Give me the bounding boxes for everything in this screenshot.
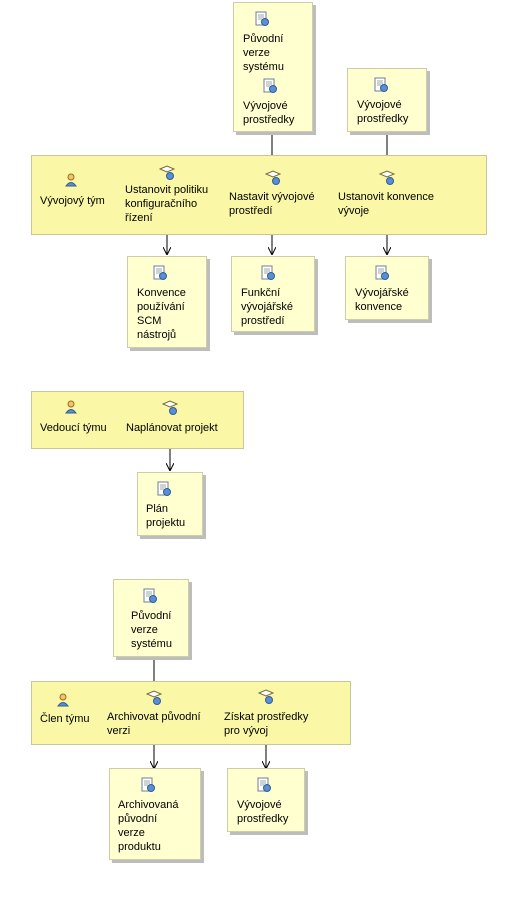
role-person-icon <box>64 399 80 415</box>
artifact-vyvojove-prostredky[interactable]: Vývojové prostředky <box>227 768 305 832</box>
task-icon <box>158 165 176 181</box>
task-ustanovit-konvence[interactable]: Ustanovit konvence vývoje <box>338 191 434 217</box>
artifact-label: Konvence používání SCM nástrojů <box>137 287 186 341</box>
task-archivovat-verzi[interactable]: Archivovat původní verzi <box>107 711 201 737</box>
task-nastavit-prostredi[interactable]: Nastavit vývojové prostředí <box>229 191 315 217</box>
artifact-vyvojove-prostredky[interactable]: Vývojové prostředky <box>347 68 427 132</box>
artifact-puvodni-verze-systemu[interactable]: Původní verze systému <box>113 579 189 657</box>
artifact-label: Vývojové prostředky <box>237 799 289 825</box>
task-icon <box>257 689 275 705</box>
artifact-label: Plán projektu <box>146 503 186 529</box>
task-ziskat-prostredky[interactable]: Získat prostředky pro vývoj <box>224 711 309 737</box>
task-icon <box>264 170 282 186</box>
artifact-archivovana-verze[interactable]: Archivovaná původní verze produktu <box>109 768 201 860</box>
artifact-icon <box>140 777 156 793</box>
artifact-label: Původní verze systému <box>131 610 172 650</box>
artifact-icon <box>256 777 272 793</box>
artifact-icon <box>260 265 276 281</box>
task-icon <box>161 400 179 416</box>
artifact-puvodni-verze-systemu[interactable]: Původní verze systému Vývojové prostředk… <box>233 2 313 132</box>
task-ustanovit-politiku[interactable]: Ustanovit politiku konfiguračního řízení <box>125 184 209 224</box>
artifact-plan-projektu[interactable]: Plán projektu <box>137 472 203 536</box>
artifact-icon <box>262 78 278 94</box>
artifact-icon <box>374 265 390 281</box>
task-naplanovat-projekt[interactable]: Naplánovat projekt <box>126 422 218 434</box>
role-person-icon <box>64 172 80 188</box>
artifact-vyvojarske-konvence[interactable]: Vývojářské konvence <box>345 256 429 320</box>
artifact-icon <box>152 265 168 281</box>
role-band-clen-tymu <box>31 681 351 745</box>
artifact-label: Archivovaná původní verze produktu <box>118 799 179 853</box>
role-band-vedouci-tymu <box>31 391 244 449</box>
artifact-konvence-scm[interactable]: Konvence používání SCM nástrojů <box>127 256 207 348</box>
artifact-icon <box>156 481 172 497</box>
task-icon <box>378 170 396 186</box>
artifact-label: Vývojářské konvence <box>355 287 409 313</box>
artifact-label-vyvojove-prostredky: Vývojové prostředky <box>243 100 295 126</box>
artifact-icon <box>373 77 389 93</box>
artifact-label: Funkční vývojářské prostředí <box>241 287 293 327</box>
role-label: Vedoucí týmu <box>40 422 107 434</box>
role-label: Člen týmu <box>40 713 90 725</box>
artifact-icon <box>254 11 270 27</box>
role-label: Vývojový tým <box>40 195 105 207</box>
artifact-label: Vývojové prostředky <box>357 99 409 125</box>
task-icon <box>145 690 163 706</box>
artifact-funkcni-prostredi[interactable]: Funkční vývojářské prostředí <box>231 256 315 332</box>
role-band-vyvojovy-tym <box>31 155 487 235</box>
role-person-icon <box>56 692 72 708</box>
artifact-icon <box>142 588 158 604</box>
artifact-label: Původní verze systému <box>243 33 284 73</box>
